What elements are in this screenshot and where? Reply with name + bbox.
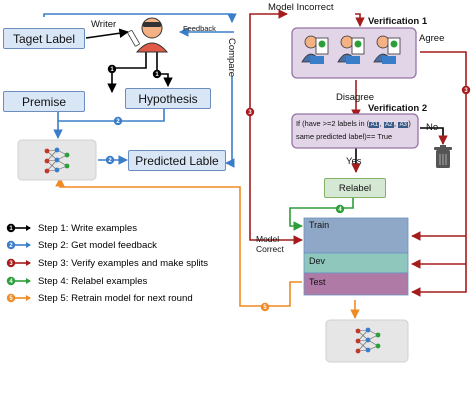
svg-text:2: 2 — [116, 119, 120, 125]
annotator-icon — [373, 35, 401, 64]
svg-text:3: 3 — [248, 110, 252, 116]
predicted-label-node: Predicted Lable — [128, 150, 226, 171]
svg-text:4: 4 — [338, 207, 342, 213]
verification2-title: Verification 2 — [368, 103, 428, 114]
yes-label: Yes — [346, 156, 362, 167]
a1-tag: A1 — [369, 122, 380, 128]
disagree-label: Disagree — [336, 92, 375, 103]
model-correct-label: Model Correct — [256, 234, 284, 254]
writer-label: Writer — [91, 19, 117, 30]
svg-text:1: 1 — [110, 67, 114, 73]
feedback-label: Feedback — [183, 24, 216, 33]
neural-network-icon — [355, 327, 381, 354]
condition-prefix: If (have >=2 labels in ( — [296, 119, 370, 128]
legend: 1 Step 1: Write examples 2 Step 2: Get m… — [0, 217, 240, 307]
train-label: Train — [309, 220, 330, 230]
svg-text:5: 5 — [9, 296, 13, 302]
model-incorrect-label: Model Incorrect — [268, 2, 334, 13]
svg-text:3: 3 — [9, 261, 13, 267]
legend-label: Step 1: Write examples — [38, 222, 138, 234]
premise-node: Premise — [3, 91, 85, 112]
legend-label: Step 2: Get model feedback — [38, 239, 157, 251]
step2-legend-arrow-icon: 2 — [6, 240, 31, 250]
writer-icon — [127, 17, 169, 53]
compare-label: Compare — [226, 37, 238, 78]
condition-line2: same predicted label)== True — [296, 132, 393, 141]
target-label-node: Taget Label — [3, 28, 85, 49]
a2-tag: A2 — [383, 122, 394, 128]
step1-arrows — [85, 28, 173, 93]
model-correct-line2: Correct — [256, 244, 284, 254]
verification2-condition: If (have >=2 labels in (A1, A2, A3) same… — [296, 118, 411, 142]
step2-arrows — [43, 13, 237, 168]
verification1-title: Verification 1 — [368, 16, 428, 27]
legend-label: Step 4: Relabel examples — [38, 275, 148, 287]
a3-tag: A3 — [398, 122, 409, 128]
neural-network-icon — [44, 147, 70, 174]
step5-arrows — [55, 177, 360, 319]
legend-item-step1: 1 Step 1: Write examples — [6, 220, 137, 236]
svg-text:4: 4 — [9, 279, 13, 285]
step4-legend-arrow-icon: 4 — [6, 276, 31, 286]
step1-legend-arrow-icon: 1 — [6, 223, 31, 233]
step-markers: 1 1 2 2 3 3 4 5 — [105, 64, 471, 311]
condition-line1: If (have >=2 labels in (A1, A2, A3) — [296, 119, 411, 128]
relabel-node: Relabel — [324, 178, 386, 198]
svg-text:3: 3 — [464, 88, 468, 94]
legend-item-step3: 3 Step 3: Verify examples and make split… — [6, 255, 208, 271]
step5-legend-arrow-icon: 5 — [6, 293, 31, 303]
agree-label: Agree — [419, 33, 445, 44]
svg-text:2: 2 — [108, 158, 112, 164]
trash-icon — [434, 145, 452, 168]
dev-label: Dev — [309, 256, 326, 266]
svg-text:1: 1 — [9, 226, 13, 232]
legend-item-step2: 2 Step 2: Get model feedback — [6, 237, 157, 253]
hypothesis-node: Hypothesis — [125, 88, 211, 109]
step3-legend-arrow-icon: 3 — [6, 258, 31, 268]
svg-text:2: 2 — [9, 243, 13, 249]
legend-item-step5: 5 Step 5: Retrain model for next round — [6, 290, 193, 306]
model-correct-line1: Model — [256, 234, 280, 244]
step4-arrows — [289, 198, 354, 231]
annotator-icon — [337, 35, 365, 64]
svg-text:5: 5 — [263, 305, 267, 311]
test-split-box — [303, 272, 409, 296]
no-label: No — [426, 122, 439, 133]
legend-item-step4: 4 Step 4: Relabel examples — [6, 273, 147, 289]
legend-label: Step 3: Verify examples and make splits — [38, 257, 209, 269]
train-split-box — [303, 217, 409, 254]
annotator-icon — [301, 35, 329, 64]
test-label: Test — [309, 277, 326, 287]
legend-label: Step 5: Retrain model for next round — [38, 292, 193, 304]
svg-text:1: 1 — [155, 72, 159, 78]
